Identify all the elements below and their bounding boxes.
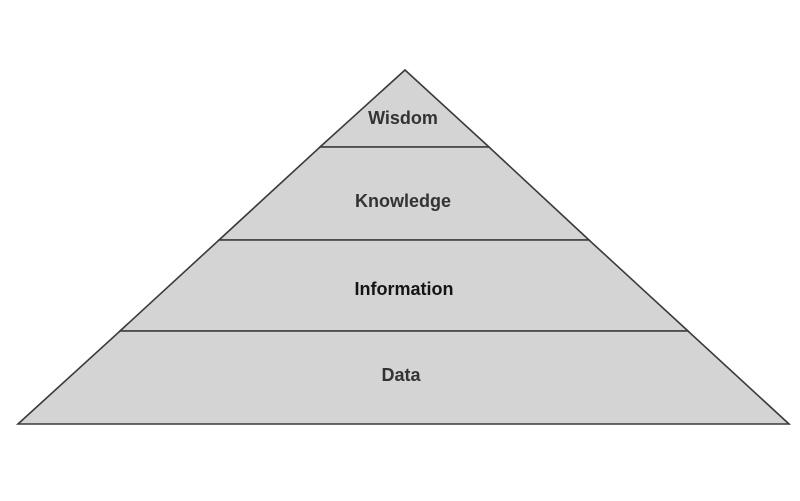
pyramid-tier-wisdom: Wisdom: [317, 68, 492, 148]
tier-data-label: Data: [381, 365, 421, 385]
pyramid-tier-data: Data: [15, 330, 792, 425]
tier-wisdom-label: Wisdom: [368, 108, 438, 128]
tier-information-label: Information: [355, 279, 454, 299]
pyramid-tier-knowledge: Knowledge: [216, 146, 592, 241]
pyramid-tier-information: Information: [117, 239, 691, 332]
tier-knowledge-label: Knowledge: [355, 191, 451, 211]
tier-data-shape: [15, 330, 792, 425]
